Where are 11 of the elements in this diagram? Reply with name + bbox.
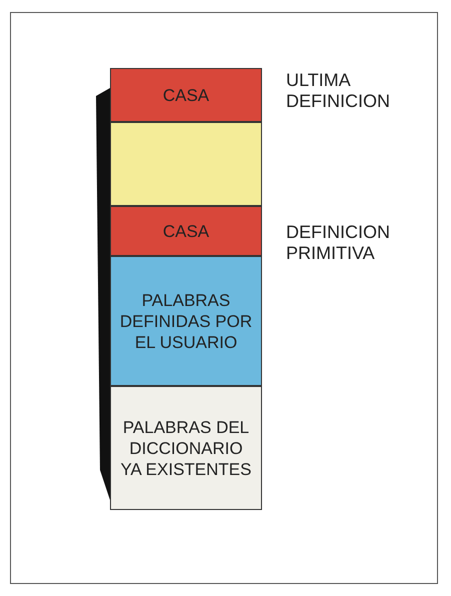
band-label: CASA (162, 220, 210, 242)
side-label: DEFINICION PRIMITIVA (286, 222, 392, 264)
memory-band (110, 256, 262, 386)
band-label: CASA (162, 84, 210, 106)
empty-band (110, 122, 262, 206)
memory-band (110, 206, 262, 256)
band-label: PALABRAS DEFINIDAS POR EL USUARIO (118, 290, 254, 352)
memory-band (110, 68, 262, 122)
band-label: PALABRAS DEL DICCIONARIO YA EXISTENTES (119, 416, 252, 480)
side-label: ULTIMA DEFINICION (286, 70, 392, 112)
memory-band (110, 386, 262, 510)
